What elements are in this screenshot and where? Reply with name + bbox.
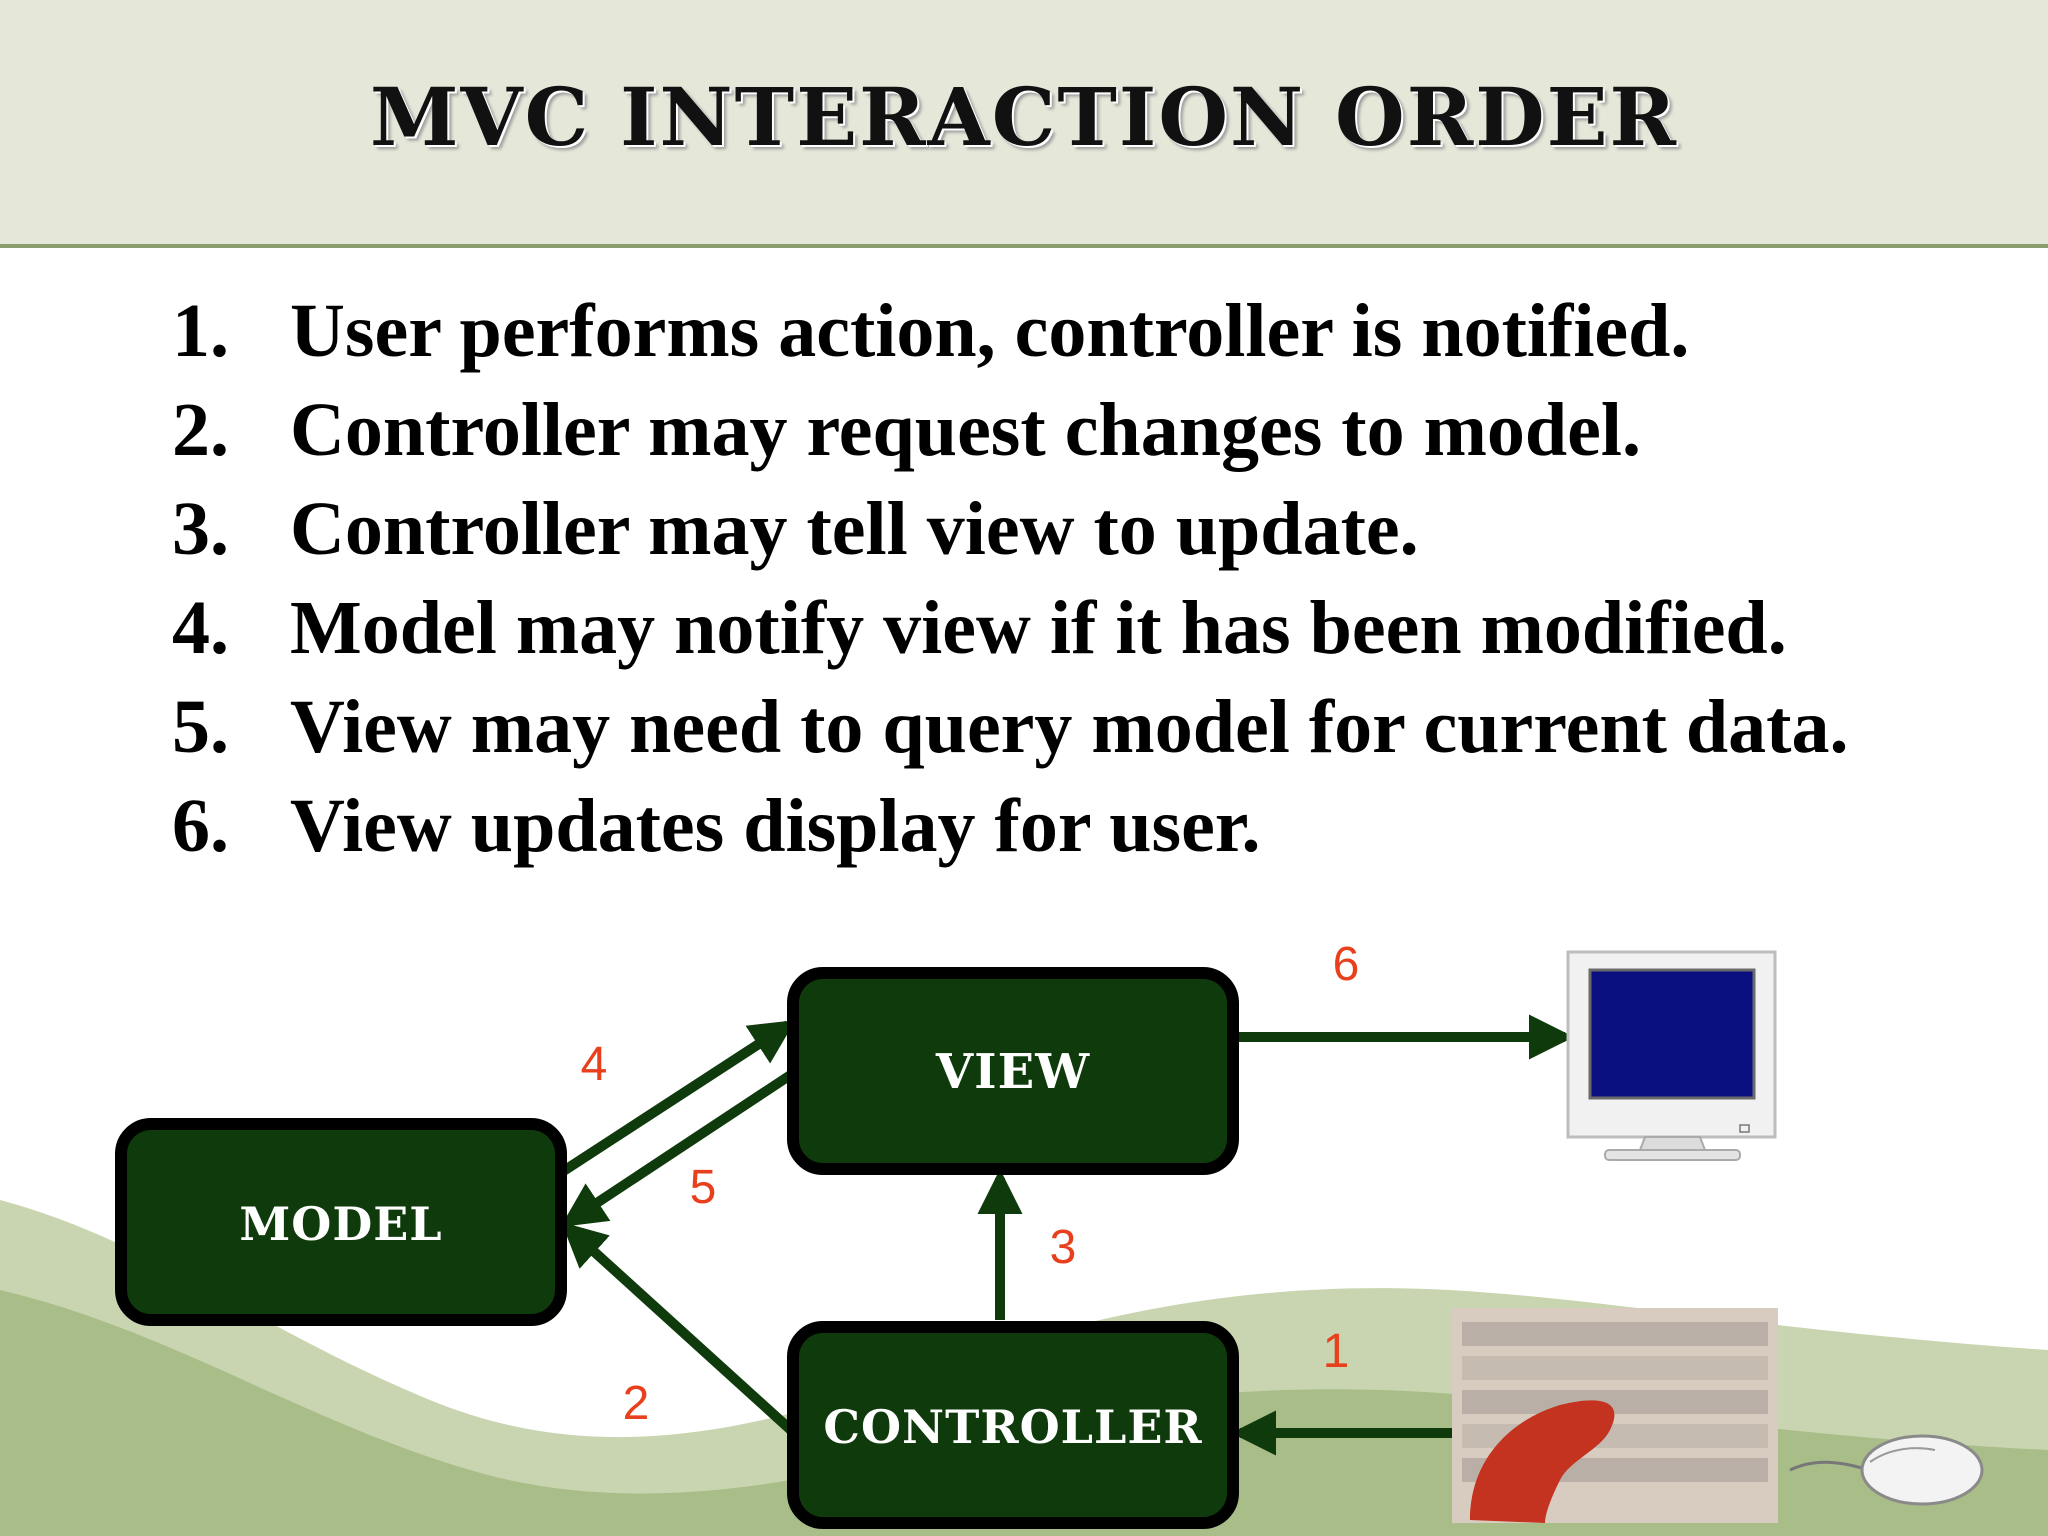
mouse-icon — [1789, 1434, 1984, 1506]
step-number: 6. — [172, 784, 229, 868]
step-number: 5. — [172, 685, 229, 769]
step-number: 1. — [172, 289, 229, 373]
step-number: 3. — [172, 487, 229, 571]
model-box: MODEL — [115, 1118, 567, 1326]
arrow-4-model-to-view — [559, 1020, 796, 1177]
controller-label: CONTROLLER — [823, 1400, 1202, 1454]
controller-box: CONTROLLER — [787, 1321, 1239, 1529]
step-number: 4. — [172, 586, 229, 670]
steps-list: 1. User performs action, controller is no… — [172, 282, 1848, 876]
arrow-number-6: 6 — [1333, 938, 1360, 991]
view-label: VIEW — [935, 1044, 1090, 1100]
step-text: Controller may tell view to update. — [290, 487, 1419, 571]
step-item: 5. View may need to query model for curre… — [172, 678, 1848, 777]
view-box: VIEW — [787, 967, 1239, 1175]
arrow-number-3: 3 — [1050, 1221, 1077, 1274]
step-text: View updates display for user. — [290, 784, 1261, 868]
keyboard-icon — [1452, 1308, 1778, 1523]
step-number: 2. — [172, 388, 229, 472]
step-text: View may need to query model for current… — [290, 685, 1849, 769]
arrow-number-4: 4 — [581, 1038, 608, 1091]
step-text: Controller may request changes to model. — [290, 388, 1642, 472]
arrow-number-2: 2 — [623, 1377, 650, 1430]
monitor-icon — [1566, 950, 1777, 1161]
step-item: 3. Controller may tell view to update. — [172, 480, 1848, 579]
arrow-5-view-to-model — [560, 1067, 798, 1227]
slide-title: MVC INTERACTION ORDER — [369, 70, 1679, 164]
step-text: Model may notify view if it has been mod… — [290, 586, 1787, 670]
step-text: User performs action, controller is noti… — [290, 289, 1690, 373]
arrow-2-controller-to-model — [561, 1221, 797, 1436]
step-item: 1. User performs action, controller is no… — [172, 282, 1848, 381]
arrow-number-5: 5 — [690, 1161, 717, 1214]
step-item: 6. View updates display for user. — [172, 777, 1848, 876]
slide-header — [0, 0, 2048, 248]
step-item: 2. Controller may request changes to mode… — [172, 381, 1848, 480]
step-item: 4. Model may notify view if it has been m… — [172, 579, 1848, 678]
arrow-number-1: 1 — [1323, 1325, 1350, 1378]
model-label: MODEL — [239, 1197, 442, 1251]
